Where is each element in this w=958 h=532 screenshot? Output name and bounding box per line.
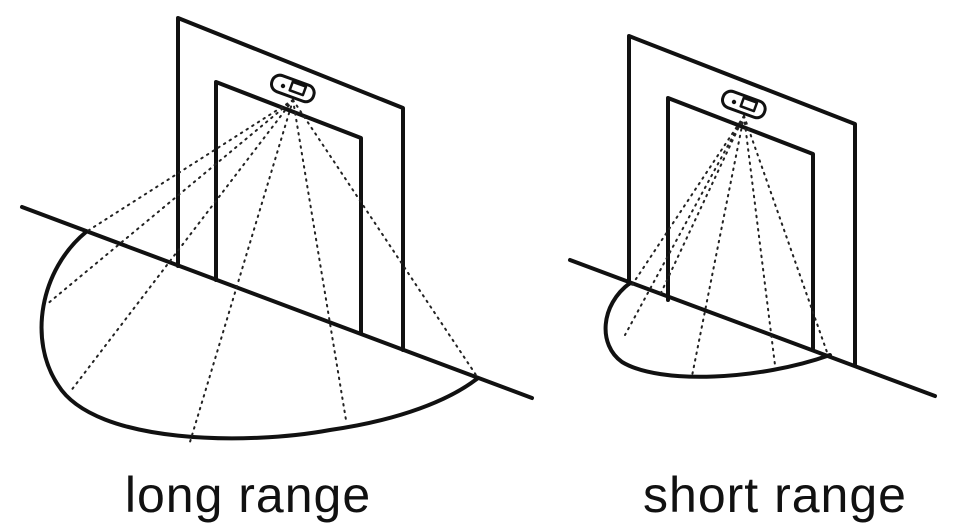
short-range-label: short range xyxy=(643,467,907,523)
short-range-beams xyxy=(624,115,829,377)
short-range-detection-area xyxy=(603,281,832,379)
long-range-beams xyxy=(45,99,479,443)
long-range-label: long range xyxy=(125,467,371,523)
long-range-diagram: long range xyxy=(20,16,534,523)
long-range-detection-area xyxy=(39,230,480,441)
long-range-sensor-icon xyxy=(270,73,316,104)
short-range-sensor-icon xyxy=(721,89,767,120)
long-range-outer-frame xyxy=(176,16,405,352)
short-range-inner-frame xyxy=(666,96,815,352)
short-range-outer-frame xyxy=(627,34,857,367)
short-range-diagram: short range xyxy=(568,34,937,523)
long-range-inner-frame xyxy=(214,80,363,335)
long-range-floor-line xyxy=(20,205,534,400)
short-range-floor-line xyxy=(568,258,937,398)
